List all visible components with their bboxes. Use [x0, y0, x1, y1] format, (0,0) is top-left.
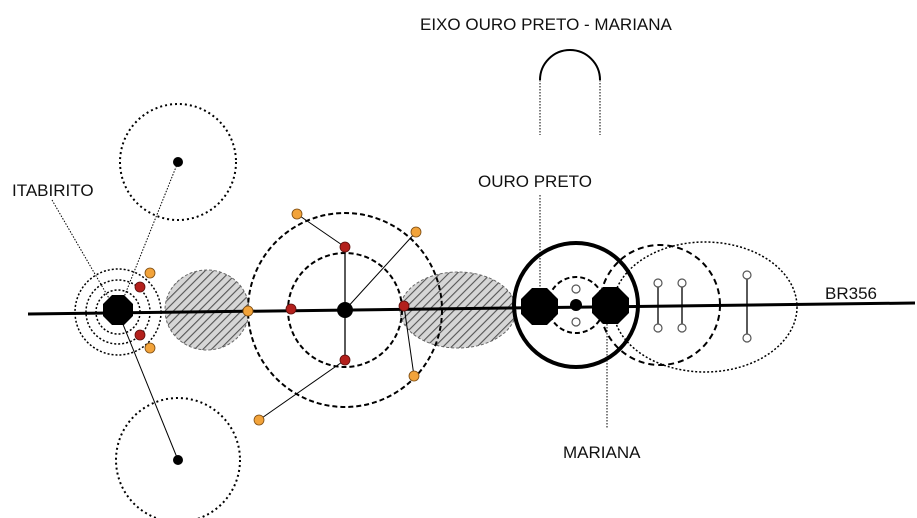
satellite-circle-bottom	[115, 397, 241, 518]
central-spoke-ul	[296, 213, 346, 248]
top-satellite-node	[173, 157, 183, 167]
ouro-preto-octagon	[521, 288, 558, 325]
itabirito-octagon	[103, 295, 133, 325]
central-spoke-ll	[258, 359, 346, 421]
link-to-bottom-satellite	[117, 311, 179, 461]
itabirito-label: ITABIRITO	[12, 181, 94, 200]
itabirito-leader	[51, 199, 111, 301]
mariana-district-3-bottom	[742, 333, 752, 343]
orange-node-itabirito-top	[144, 267, 156, 279]
mariana-district-2-top	[677, 278, 687, 288]
link-to-top-satellite	[117, 161, 179, 313]
mariana-district-3-top	[742, 270, 752, 280]
mariana-district-1-top	[653, 278, 663, 288]
ouro-preto-node-top	[571, 284, 581, 294]
bottom-satellite-node	[173, 455, 183, 465]
orange-node-itabirito-bottom	[144, 342, 156, 354]
orange-node-axis	[242, 305, 254, 317]
red-node-central-left	[285, 303, 297, 315]
axis-title-label: EIXO OURO PRETO - MARIANA	[420, 15, 673, 34]
ouro-preto-label: OURO PRETO	[478, 172, 592, 191]
central-hub-node	[337, 302, 353, 318]
mariana-district-1-bottom	[653, 323, 663, 333]
orange-node-upper-right	[410, 226, 422, 238]
ouro-preto-center-node	[570, 299, 582, 311]
central-spoke-lr	[403, 305, 415, 377]
mariana-label: MARIANA	[563, 443, 641, 462]
axis-arch	[539, 49, 601, 81]
red-node-central-right	[398, 300, 410, 312]
satellite-circle-top	[119, 103, 237, 221]
central-spoke-ur	[344, 231, 417, 311]
mariana-district-2-bottom	[677, 323, 687, 333]
br356-axis	[27, 301, 916, 316]
orange-node-lower-right	[408, 370, 420, 382]
red-node-itabirito-bottom	[134, 329, 146, 341]
red-node-itabirito-top	[134, 281, 146, 293]
br356-label: BR356	[825, 284, 877, 303]
orange-node-upper-left	[291, 208, 303, 220]
red-node-central-top	[339, 241, 351, 253]
red-node-central-bottom	[339, 354, 351, 366]
mariana-octagon	[592, 287, 629, 324]
ouro-preto-node-bottom	[571, 317, 581, 327]
orange-node-lower-left	[253, 414, 265, 426]
